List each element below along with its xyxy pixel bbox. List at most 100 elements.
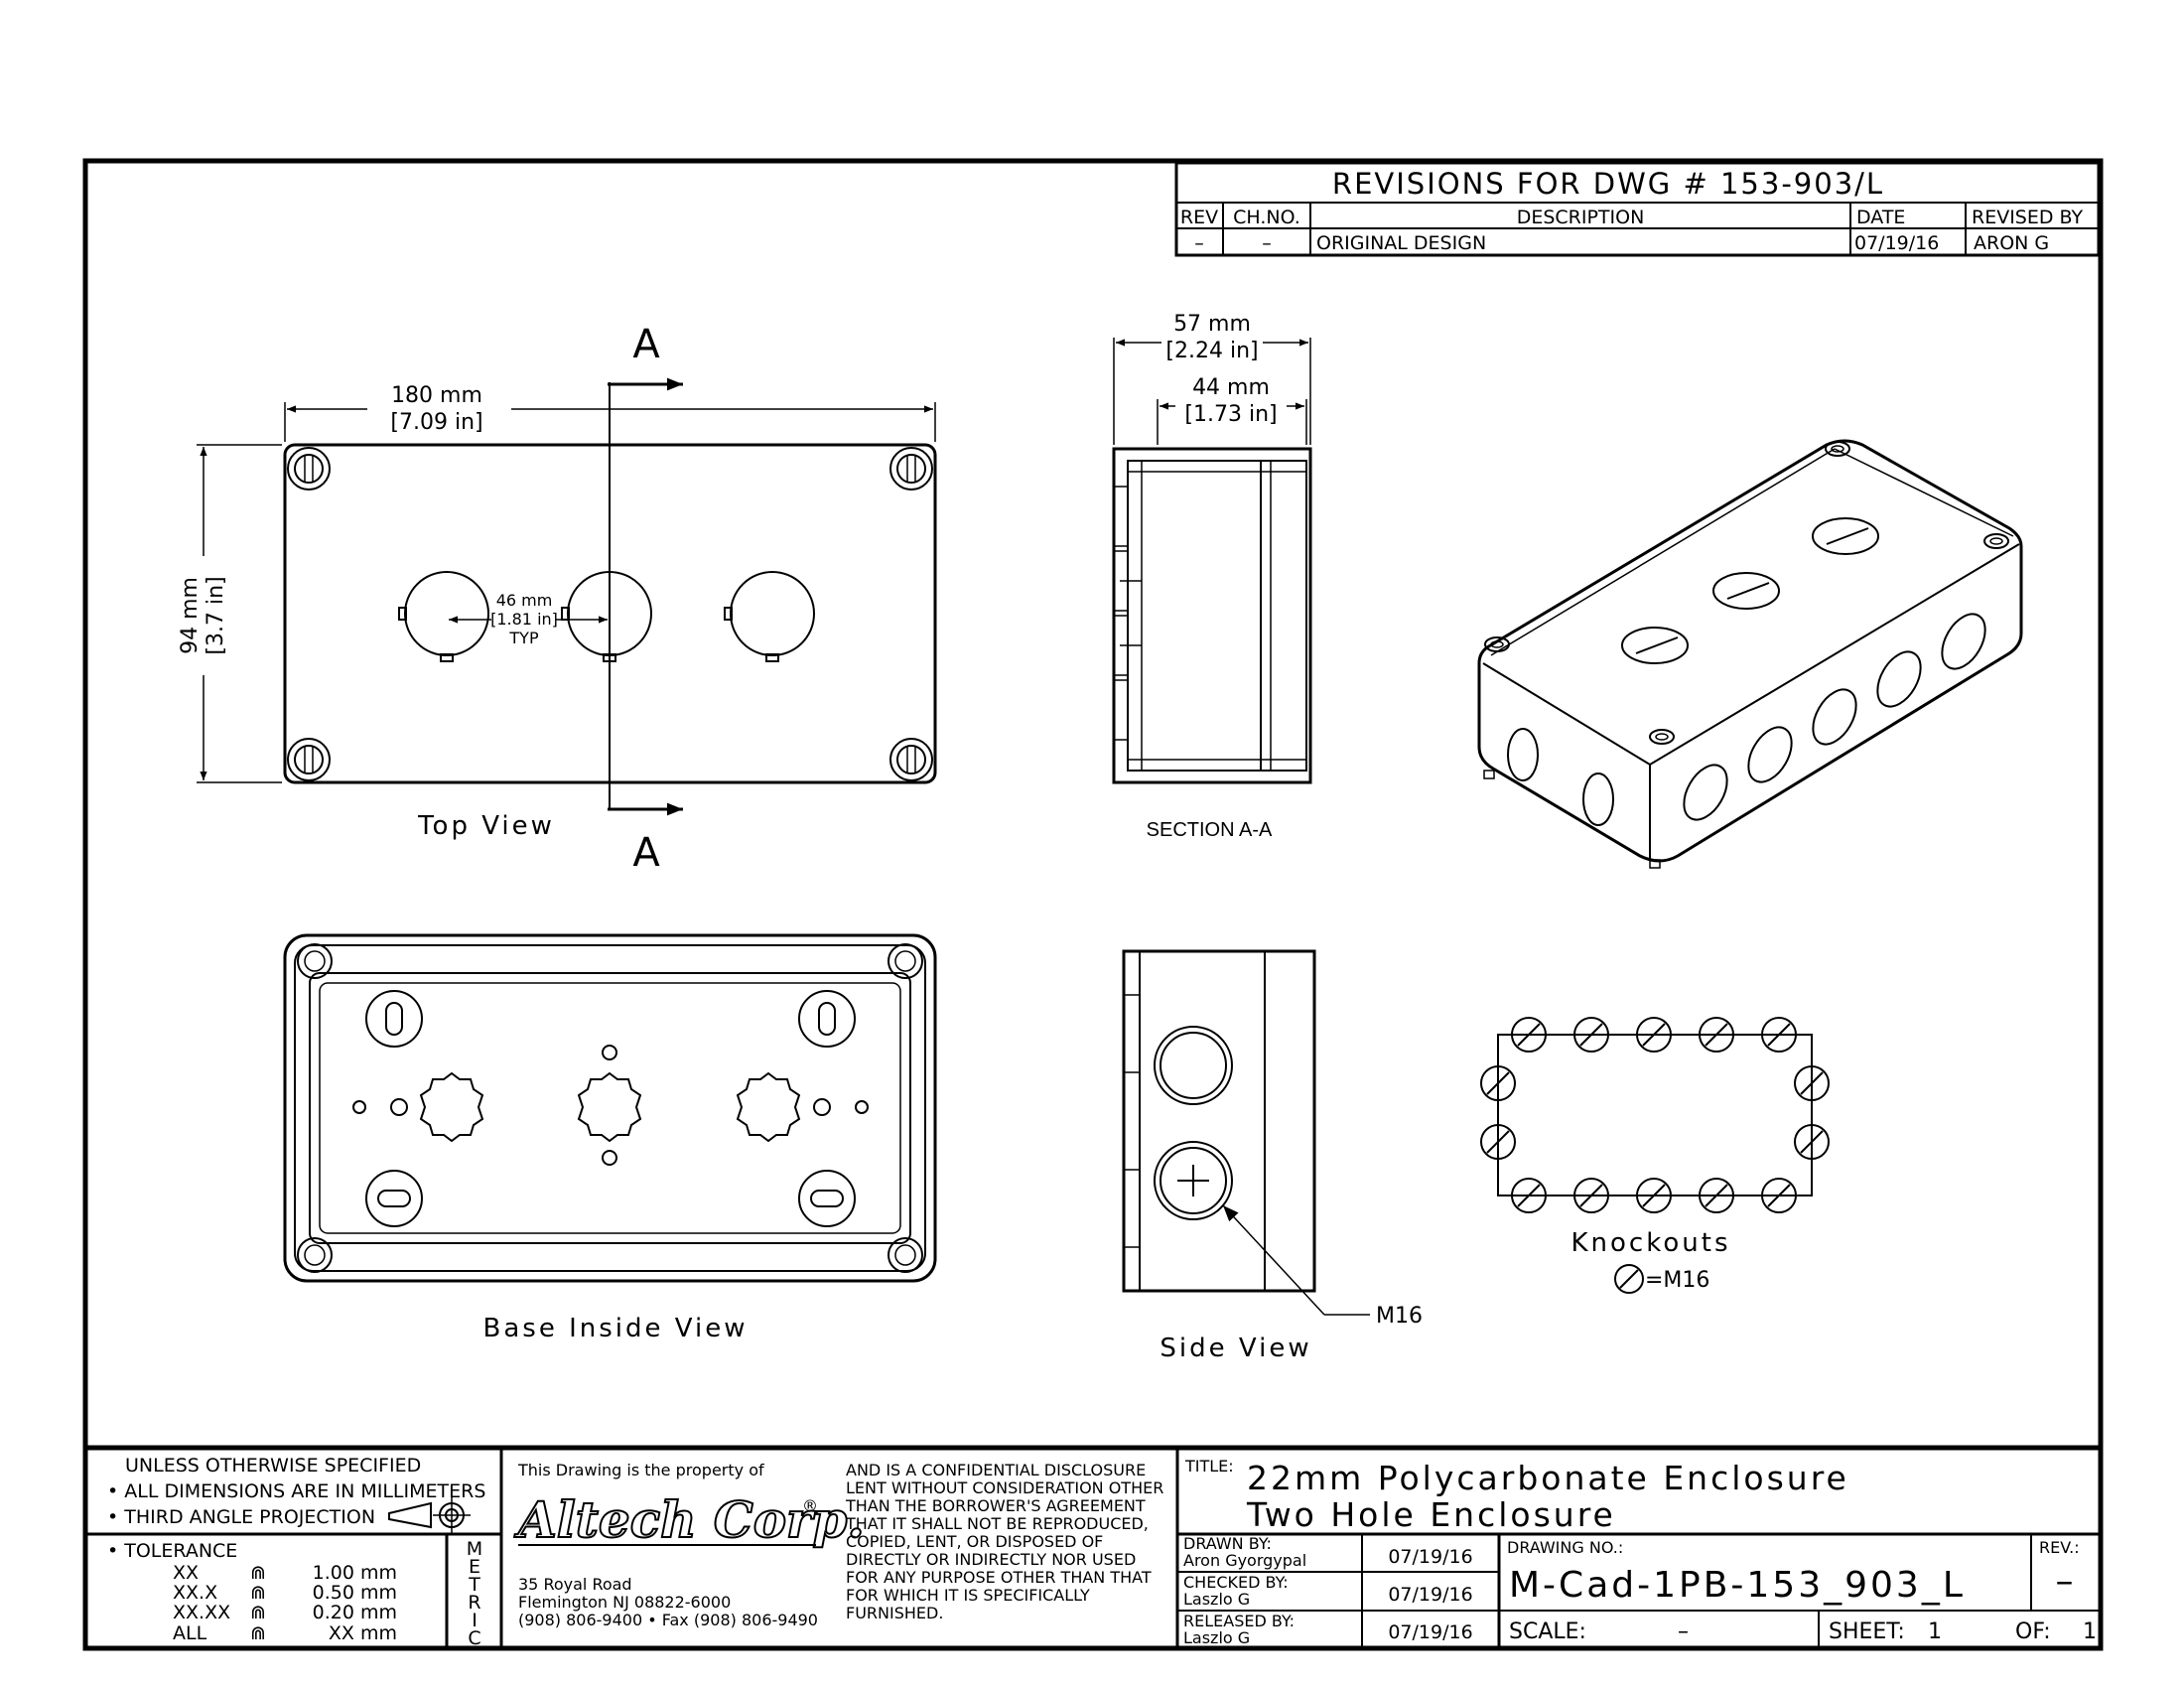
revisions-title: REVISIONS FOR DWG # 153-903/L [1332, 167, 1884, 201]
section-outer-mm: 57 mm [1173, 312, 1251, 337]
rev-value: – [2056, 1561, 2077, 1602]
general-notes: UNLESS OTHERWISE SPECIFIED • ALL DIMENSI… [107, 1455, 485, 1649]
tol-sym-2: ⋒ [250, 1602, 266, 1623]
tol-key-2: XX.XX [173, 1602, 230, 1623]
disclosure-line5: COPIED, LENT, OR DISPOSED OF [846, 1532, 1103, 1551]
title-area: TITLE: 22mm Polycarbonate Enclosure Two … [1183, 1457, 2097, 1647]
tol-sym-1: ⋒ [250, 1582, 266, 1604]
notes-line1: UNLESS OTHERWISE SPECIFIED [125, 1455, 421, 1477]
checked-date: 07/19/16 [1388, 1584, 1472, 1606]
disclosure-line8: FOR WHICH IT IS SPECIFICALLY [846, 1586, 1090, 1605]
drawn-by-name: Aron Gyorgypal [1183, 1551, 1306, 1570]
section-mark-bottom: A [632, 830, 660, 876]
top-view: 180 mm [7.09 in] 94 mm [3.7 in] 46 mm [1… [178, 322, 937, 876]
base-inside-view: Base Inside View [283, 933, 937, 1343]
tol-val-1: 0.50 mm [313, 1582, 397, 1604]
tolerance-label: • TOLERANCE [107, 1540, 237, 1562]
isometric-view [1477, 439, 2023, 869]
tol-val-3: XX mm [329, 1622, 397, 1644]
drawing-title-line2: Two Hole Enclosure [1246, 1495, 1616, 1534]
disclosure-line7: FOR ANY PURPOSE OTHER THAN THAT [846, 1568, 1152, 1587]
drawing-no-label: DRAWING NO.: [1507, 1538, 1623, 1557]
released-by-label: RELEASED BY: [1183, 1612, 1295, 1630]
property-text: This Drawing is the property of [517, 1461, 764, 1479]
registered-mark: ® [802, 1496, 818, 1515]
description-cell: ORIGINAL DESIGN [1316, 232, 1486, 254]
top-width-mm: 180 mm [391, 383, 482, 408]
drawn-by-label: DRAWN BY: [1183, 1534, 1272, 1553]
tol-val-2: 0.20 mm [313, 1602, 397, 1623]
revised-by-cell: ARON G [1974, 232, 2049, 254]
checked-by-name: Laszlo G [1183, 1590, 1250, 1609]
tol-val-0: 1.00 mm [313, 1562, 397, 1584]
rev-header: REV [1180, 207, 1218, 228]
drawing-title-line1: 22mm Polycarbonate Enclosure [1247, 1459, 1849, 1497]
title-block [85, 1448, 2101, 1648]
disclosure-line4: THAT IT SHALL NOT BE REPRODUCED, [845, 1514, 1149, 1533]
checked-by-label: CHECKED BY: [1183, 1573, 1289, 1592]
section-mark-top: A [632, 322, 660, 367]
knockouts-label: Knockouts [1571, 1228, 1731, 1258]
address-line1: 35 Royal Road [518, 1575, 632, 1594]
knockout-symbol-icon [1614, 1264, 1644, 1294]
tol-key-0: XX [173, 1562, 199, 1584]
tol-sym-0: ⋒ [250, 1562, 266, 1584]
top-height-in: [3.7 in] [204, 576, 228, 654]
notes-line3: • THIRD ANGLE PROJECTION [107, 1506, 375, 1528]
pitch-in: [1.81 in] [490, 610, 558, 629]
metric-r: R [468, 1592, 480, 1614]
knockouts-view: Knockouts =M16 [1480, 1017, 1830, 1294]
metric-c: C [468, 1627, 480, 1649]
tol-key-3: ALL [173, 1622, 207, 1644]
section-inner-in: [1.73 in] [1184, 402, 1277, 427]
of-value: 1 [2083, 1619, 2097, 1644]
top-view-label: Top View [417, 811, 555, 841]
company-block: This Drawing is the property of Altech C… [513, 1461, 1163, 1629]
chno-header: CH.NO. [1233, 207, 1300, 228]
section-inner-mm: 44 mm [1192, 375, 1270, 400]
revised-by-header: REVISED BY [1972, 207, 2084, 228]
notes-line2: • ALL DIMENSIONS ARE IN MILLIMETERS [107, 1480, 485, 1502]
metric-m: M [467, 1538, 482, 1560]
description-header: DESCRIPTION [1517, 207, 1645, 228]
rev-cell: – [1194, 232, 1204, 254]
phone-fax: (908) 806-9400 • Fax (908) 806-9490 [518, 1611, 818, 1629]
metric-i: I [472, 1610, 478, 1631]
rev-label: REV.: [2039, 1538, 2080, 1557]
released-date: 07/19/16 [1388, 1621, 1472, 1643]
top-width-in: [7.09 in] [390, 410, 482, 435]
third-angle-projection-icon [388, 1497, 471, 1533]
disclosure-line6: DIRECTLY OR INDIRECTLY NOR USED [846, 1550, 1136, 1569]
drawn-date: 07/19/16 [1388, 1546, 1472, 1568]
disclosure-line3: THAN THE BORROWER'S AGREEMENT [845, 1496, 1146, 1515]
metric-e: E [469, 1556, 480, 1578]
sheet-label: SHEET: [1829, 1619, 1905, 1644]
side-view: M16 Side View [1122, 949, 1423, 1363]
tol-sym-3: ⋒ [250, 1622, 266, 1644]
scale-value: – [1678, 1619, 1689, 1644]
date-cell: 07/19/16 [1854, 232, 1939, 254]
chno-cell: – [1262, 232, 1272, 254]
side-view-label: Side View [1160, 1334, 1311, 1363]
released-by-name: Laszlo G [1183, 1628, 1250, 1647]
sheet-value: 1 [1928, 1619, 1942, 1644]
date-header: DATE [1856, 207, 1905, 228]
section-view: 57 mm [2.24 in] 44 mm [1.73 in] SECTION … [1112, 312, 1312, 841]
title-label: TITLE: [1184, 1457, 1234, 1476]
drawing-number: M-Cad-1PB-153_903_L [1509, 1565, 1966, 1606]
pitch-mm: 46 mm [496, 591, 553, 610]
pitch-typ: TYP [508, 629, 539, 647]
section-outer-in: [2.24 in] [1165, 339, 1258, 363]
address-line2: Flemington NJ 08822-6000 [518, 1593, 731, 1612]
knockouts-legend: =M16 [1645, 1268, 1709, 1293]
disclosure-line1: AND IS A CONFIDENTIAL DISCLOSURE [846, 1461, 1146, 1479]
company-logo: Altech Corp. [514, 1490, 865, 1549]
disclosure-line9: FURNISHED. [846, 1604, 943, 1622]
revisions-table: REVISIONS FOR DWG # 153-903/L REV CH.NO.… [1174, 161, 2101, 257]
disclosure-line2: LENT WITHOUT CONSIDERATION OTHER [846, 1478, 1163, 1497]
base-view-label: Base Inside View [483, 1314, 749, 1343]
of-label: OF: [2015, 1619, 2051, 1644]
metric-t: T [468, 1574, 480, 1596]
m16-callout: M16 [1376, 1304, 1423, 1329]
